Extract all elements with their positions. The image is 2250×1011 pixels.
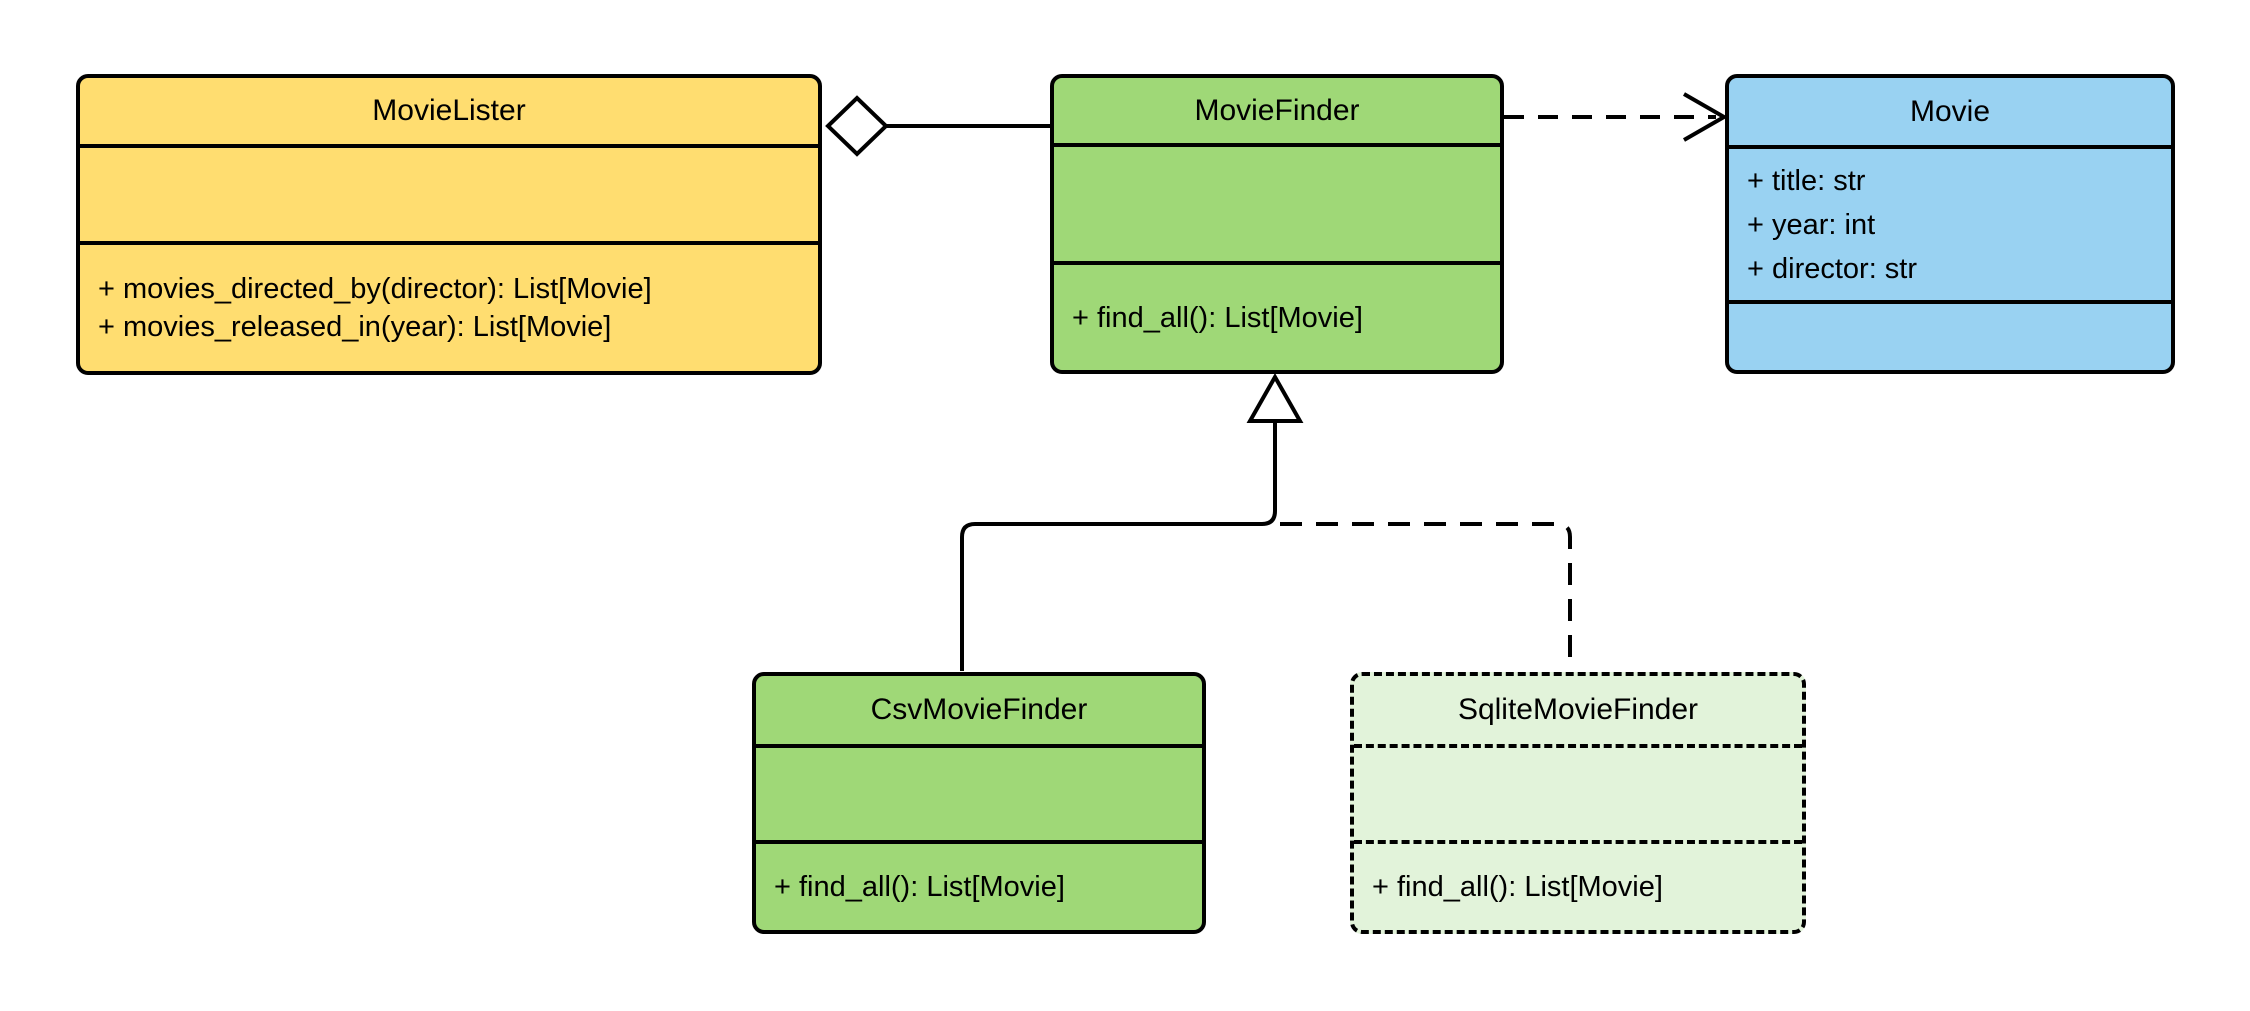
- attribute-label: + director: str: [1747, 252, 1918, 285]
- class-title: MovieLister: [372, 94, 526, 127]
- attribute-label: + title: str: [1747, 164, 1866, 197]
- class-attributes-section: [756, 748, 1202, 840]
- class-methods-section: + find_all(): List[Movie]: [756, 840, 1202, 930]
- class-title-section: MovieLister: [80, 78, 818, 148]
- generalization-dashed-connector: [1280, 522, 1572, 671]
- generalization-triangle: [1246, 372, 1304, 423]
- aggregation-diamond: [825, 95, 889, 157]
- class-title: CsvMovieFinder: [870, 693, 1088, 726]
- class-title: MovieFinder: [1194, 93, 1360, 127]
- class-attributes-section: [1354, 748, 1802, 840]
- method-label: + find_all(): List[Movie]: [1072, 301, 1363, 334]
- class-title-section: CsvMovieFinder: [756, 676, 1202, 748]
- class-movielister: MovieLister + movies_directed_by(directo…: [76, 74, 822, 375]
- class-attributes-section: [1054, 147, 1500, 261]
- method-label: + find_all(): List[Movie]: [1372, 871, 1663, 903]
- class-attributes-section: + title: str + year: int + director: str: [1729, 149, 2171, 300]
- class-methods-section: [1729, 300, 2171, 370]
- method-label: + movies_released_in(year): List[Movie]: [98, 311, 612, 343]
- method-label: + movies_directed_by(director): List[Mov…: [98, 273, 652, 305]
- class-attributes-section: [80, 148, 818, 241]
- class-methods-section: + movies_directed_by(director): List[Mov…: [80, 241, 818, 371]
- dependency-arrowhead: [1683, 92, 1729, 142]
- class-title-section: MovieFinder: [1054, 78, 1500, 147]
- class-title: Movie: [1909, 94, 1991, 128]
- class-sqlitemoviefinder: SqliteMovieFinder + find_all(): List[Mov…: [1350, 672, 1806, 934]
- dependency-connector: [1504, 92, 1729, 142]
- class-movie: Movie + title: str + year: int + directo…: [1725, 74, 2175, 374]
- class-csvmoviefinder: CsvMovieFinder + find_all(): List[Movie]: [752, 672, 1206, 934]
- method-label: + find_all(): List[Movie]: [774, 871, 1065, 903]
- class-title-section: Movie: [1729, 78, 2171, 149]
- class-methods-section: + find_all(): List[Movie]: [1354, 840, 1802, 930]
- generalization-solid-connector: [960, 372, 1304, 671]
- class-title-section: SqliteMovieFinder: [1354, 676, 1802, 748]
- class-methods-section: + find_all(): List[Movie]: [1054, 261, 1500, 370]
- class-moviefinder: MovieFinder + find_all(): List[Movie]: [1050, 74, 1504, 374]
- attribute-label: + year: int: [1747, 208, 1876, 241]
- aggregation-connector: [825, 95, 1050, 157]
- class-title: SqliteMovieFinder: [1457, 693, 1699, 726]
